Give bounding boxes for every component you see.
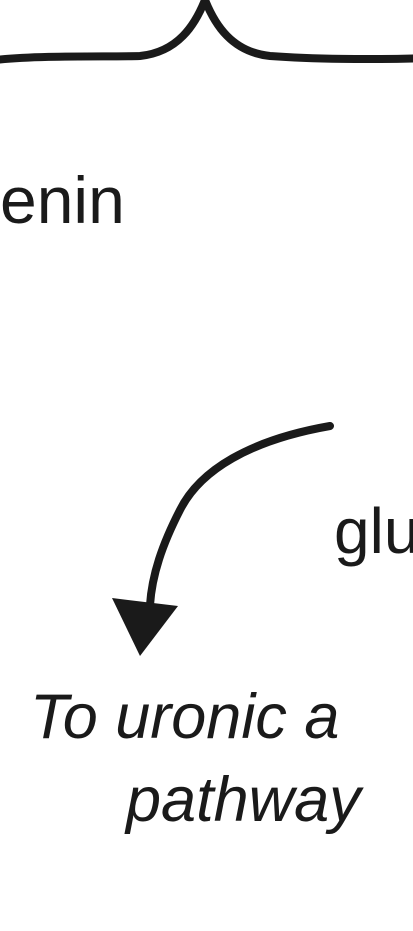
label-glu-fragment: glu	[334, 495, 413, 567]
curved-arrow-head-icon	[112, 598, 178, 656]
label-enin-fragment: enin	[0, 163, 125, 237]
pathway-label-line1: To uronic a	[30, 682, 340, 752]
curly-brace-icon	[0, 0, 413, 64]
pathway-label-line2: pathway	[126, 765, 361, 835]
curved-arrow-shaft	[146, 422, 334, 609]
